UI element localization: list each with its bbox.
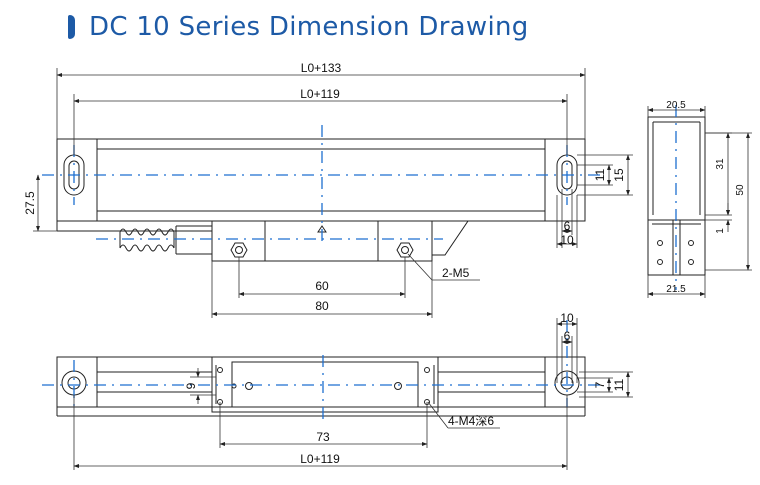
- dim-top-hole-spacing: L0+119: [300, 452, 340, 466]
- front-view: L0+133 L0+119 27.5 60 80 2-M5 11 15: [23, 61, 633, 318]
- dim-top-10: 10: [560, 311, 574, 325]
- top-view: 9 10 6 7 11 73 L0+119 4-M4深6: [42, 311, 633, 470]
- dim-front-slot-length: 10: [560, 233, 574, 247]
- scale-body: [56, 138, 586, 222]
- dim-front-slot-inner: 6: [564, 219, 571, 233]
- dim-front-slot-outer: 15: [612, 168, 626, 182]
- side-view: 20.5 31 1 50 21.5: [647, 100, 752, 298]
- nut-left: [230, 242, 248, 258]
- dim-top-11: 11: [612, 378, 626, 391]
- dim-front-nut-spacing: 60: [315, 279, 329, 293]
- nut-right: [396, 242, 414, 258]
- dim-front-hole-spacing: L0+119: [300, 87, 340, 101]
- dim-top-9: 9: [184, 382, 198, 389]
- dim-front-head-length: 80: [315, 299, 329, 313]
- title-accent-bar: [68, 15, 75, 39]
- dim-top-7: 7: [593, 381, 607, 388]
- dim-side-width: 20.5: [666, 100, 686, 111]
- top-body: [56, 356, 586, 408]
- dim-front-slot-width: 11: [593, 168, 607, 181]
- dim-front-total-length: L0+133: [301, 61, 342, 75]
- cable-spring: [119, 228, 175, 252]
- dim-side-gap: 1: [715, 228, 726, 234]
- note-mounting-holes: 4-M4深6: [448, 414, 494, 428]
- drawing-title: DC 10 Series Dimension Drawing: [68, 10, 529, 44]
- note-thread-size: 2-M5: [442, 266, 470, 280]
- dim-front-height: 27.5: [23, 191, 37, 215]
- drawing-title-text: DC 10 Series Dimension Drawing: [89, 12, 529, 42]
- dim-side-total-height: 50: [735, 184, 746, 196]
- dim-side-body-height: 31: [715, 158, 726, 170]
- dim-top-6: 6: [564, 329, 571, 343]
- dim-side-head-width: 21.5: [666, 284, 686, 295]
- dim-top-73: 73: [316, 430, 330, 444]
